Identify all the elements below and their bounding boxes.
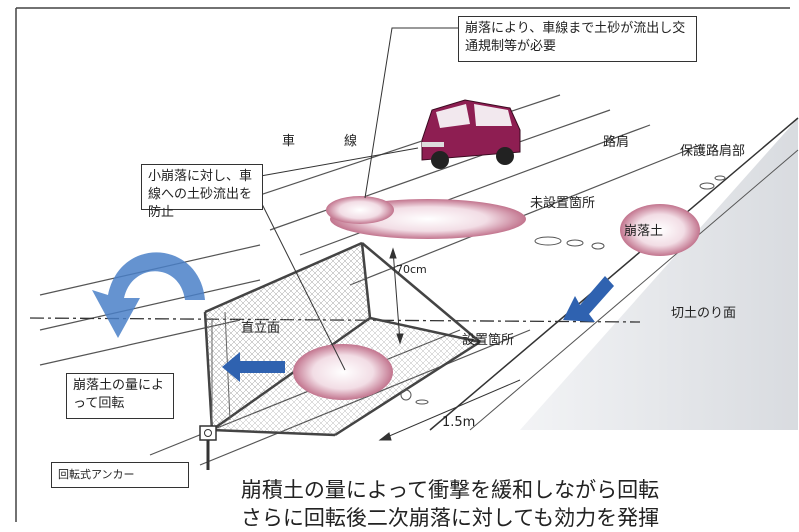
debris-label: 崩落土	[624, 224, 664, 239]
frame	[15, 7, 790, 522]
leader-lines	[254, 27, 458, 371]
protected-shoulder-label: 保護路肩部	[680, 144, 746, 159]
car-icon	[421, 99, 521, 169]
height-label: 70cm	[396, 263, 427, 276]
caption-line-1: 崩積土の量によって衝撃を緩和しながら回転	[240, 478, 660, 502]
shoulder-label: 路肩	[603, 135, 630, 150]
callout-traffic-restriction: 崩落により、車線まで土砂が流出し交通規制等が必要	[458, 16, 697, 62]
callout-rotary-anchor: 回転式アンカー	[51, 462, 189, 488]
installed-label: 設置箇所	[462, 333, 515, 348]
rubble-on-slope	[620, 204, 700, 256]
push-arrow-left	[222, 352, 285, 382]
caption-line-2: さらに回転後二次崩落に対しても効力を発揮	[240, 506, 660, 530]
cut-slope-label: 切土のり面	[671, 306, 737, 321]
width-dimension	[378, 379, 521, 441]
rubble-in-net	[293, 344, 393, 400]
not-installed-label: 未設置箇所	[530, 196, 596, 211]
callout-rotate: 崩落土の量によって回転	[66, 373, 174, 419]
cut-slope	[520, 118, 798, 430]
lane-label: 車 線	[282, 134, 376, 149]
slide-arrow	[563, 276, 614, 322]
slope-edge	[429, 117, 799, 431]
width-label: 1.5m	[442, 415, 476, 430]
callout-prevent-outflow: 小崩落に対し、車線への土砂流出を防止	[141, 164, 263, 220]
rotary-anchor	[199, 425, 217, 441]
rotation-arrow	[92, 252, 205, 338]
rockfall-net	[203, 241, 481, 437]
height-dimension	[389, 247, 404, 345]
vertical-face-label: 直立面	[241, 321, 281, 336]
